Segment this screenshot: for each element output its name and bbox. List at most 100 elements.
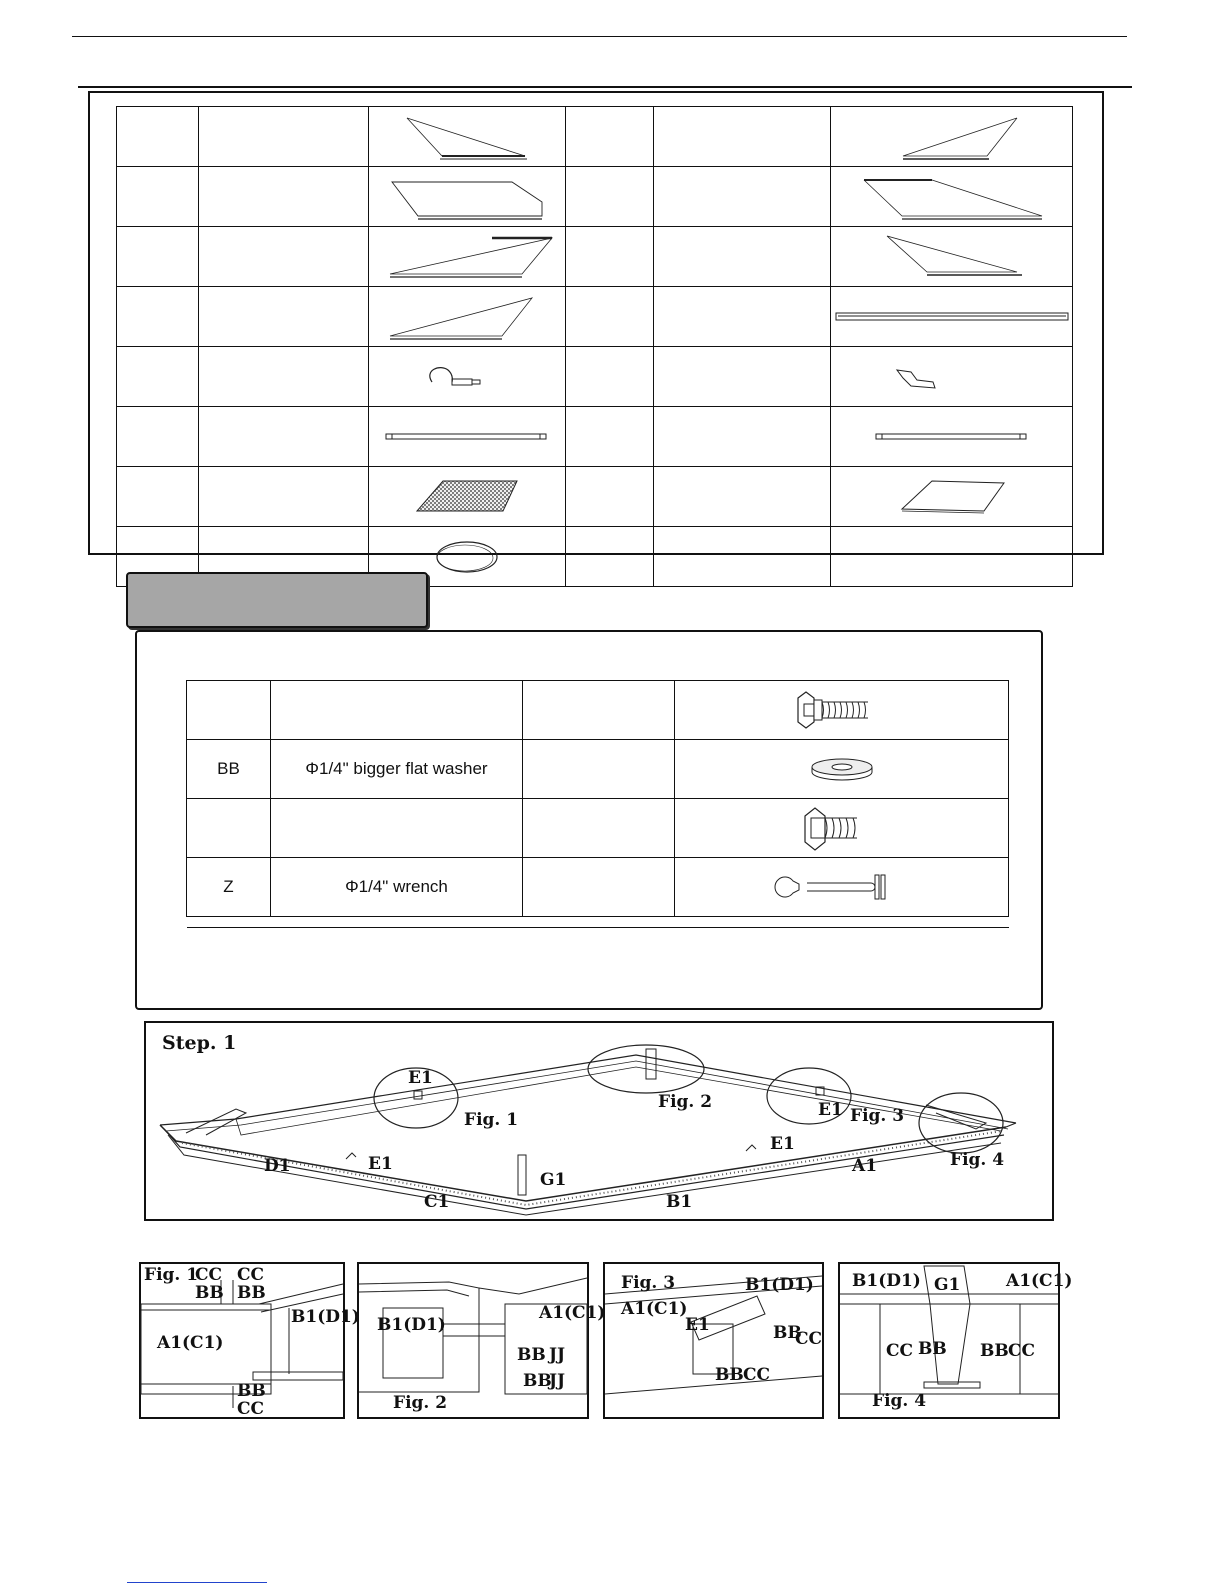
hardware-desc: Φ1/4" bigger flat washer: [270, 739, 523, 799]
figure-3-panel: Fig. 3 B1(D1) A1(C1) E1 BB CC BB CC: [603, 1262, 824, 1419]
label-b1: B1: [666, 1192, 692, 1212]
part-code-cell: [565, 466, 654, 527]
part-desc-cell: [198, 226, 369, 287]
figure-1-panel: Fig. 1 CC CC BB BB B1(D1) A1(C1) BB CC: [139, 1262, 360, 1419]
fig1-label-bb: BB: [237, 1381, 266, 1401]
part-code-cell: [116, 466, 199, 527]
label-e1: E1: [408, 1068, 433, 1088]
hardware-row: Z Φ1/4" wrench: [186, 857, 1009, 917]
part-desc-cell: [653, 286, 831, 347]
fig3-label-cc: CC: [743, 1365, 770, 1385]
fig4-label-bb: BB: [918, 1339, 947, 1359]
step-title: Step. 1: [162, 1032, 236, 1054]
part-desc-cell: [653, 526, 831, 587]
fig3-label-a1c1: A1(C1): [620, 1299, 687, 1319]
part-image-trapezoid-panel: [368, 166, 566, 227]
fig4-label-cc: CC: [886, 1341, 913, 1361]
label-e1: E1: [818, 1100, 843, 1120]
parts-row: [116, 346, 1073, 407]
part-image-hook: [368, 346, 566, 407]
fig1-label-b1d1: B1(D1): [291, 1307, 360, 1327]
part-image-long-tube: [830, 406, 1073, 467]
fig1-title: Fig. 1: [144, 1265, 198, 1285]
parts-row: [116, 406, 1073, 467]
part-image-empty: [830, 526, 1073, 587]
header-rule-top: [72, 36, 1127, 37]
fig2-label-jj: JJ: [547, 1345, 565, 1365]
hardware-code: Z: [186, 857, 271, 917]
fig3-label-b1d1: B1(D1): [745, 1275, 814, 1295]
fig1-label-cc: CC: [237, 1265, 264, 1285]
flat-washer-icon: [674, 739, 1009, 799]
hardware-table: BB Φ1/4" bigger flat washer Z Φ1/4" wren…: [186, 680, 1009, 928]
part-image-cover-panel: [830, 466, 1073, 527]
part-image-long-tube: [368, 406, 566, 467]
fig1-label-cc: CC: [237, 1399, 264, 1419]
fig4-label-cc: CC: [1008, 1341, 1035, 1361]
part-image-triangle-panel: [830, 226, 1073, 287]
fig4-label-b1d1: B1(D1): [852, 1271, 921, 1291]
part-code-cell: [565, 226, 654, 287]
fig1-label-bb: BB: [237, 1283, 266, 1303]
part-desc-cell: [653, 466, 831, 527]
wrench-icon: [674, 857, 1009, 917]
hardware-qty: [522, 798, 675, 858]
hex-bolt-short-icon: [674, 798, 1009, 858]
label-a1: A1: [851, 1156, 877, 1176]
part-code-cell: [565, 406, 654, 467]
part-code-cell: [116, 406, 199, 467]
part-code-cell: [116, 166, 199, 227]
part-desc-cell: [653, 166, 831, 227]
part-desc-cell: [198, 406, 369, 467]
hardware-frame: [135, 630, 1043, 1010]
fig4-label-g1: G1: [934, 1275, 960, 1295]
fig2-title: Fig. 2: [393, 1393, 447, 1413]
hardware-row: [186, 798, 1009, 858]
parts-row: [116, 166, 1073, 227]
hardware-desc: [270, 798, 523, 858]
label-e1: E1: [368, 1154, 393, 1174]
fig3-label-bb: BB: [773, 1323, 802, 1343]
part-image-mesh-panel: [368, 466, 566, 527]
fig2-label-bb: BB: [523, 1371, 552, 1391]
fig3-label-e1: E1: [685, 1315, 710, 1335]
bottom-link-underline: [127, 1582, 267, 1583]
fig1-label-cc: CC: [195, 1265, 222, 1285]
fig1-label-bb: BB: [195, 1283, 224, 1303]
fig2-label-a1c1: A1(C1): [538, 1303, 605, 1323]
hardware-row: [186, 680, 1009, 740]
hardware-qty: [522, 857, 675, 917]
label-fig3: Fig. 3: [850, 1106, 904, 1126]
step1-diagram: Step. 1 E1 Fig. 1 Fig. 2 E1 Fig. 3 E1 A1…: [159, 1032, 1017, 1216]
fig1-label-a1c1: A1(C1): [156, 1333, 223, 1353]
figure-2-panel: B1(D1) A1(C1) BB JJ BB JJ Fig. 2: [357, 1262, 605, 1419]
part-desc-cell: [198, 166, 369, 227]
part-code-cell: [565, 286, 654, 347]
hex-bolt-long-icon: [674, 680, 1009, 740]
fig4-label-a1c1: A1(C1): [1005, 1271, 1072, 1291]
part-desc-cell: [198, 346, 369, 407]
part-desc-cell: [653, 346, 831, 407]
figure-4-panel: B1(D1) G1 A1(C1) CC BB BB CC Fig. 4: [838, 1262, 1072, 1419]
parts-row: [116, 466, 1073, 527]
label-fig1: Fig. 1: [464, 1110, 518, 1130]
fig2-label-bb: BB: [517, 1345, 546, 1365]
hardware-code: [186, 680, 271, 740]
parts-row: [116, 286, 1073, 347]
fig2-label-jj: JJ: [547, 1371, 565, 1391]
hardware-row-spacer: [186, 916, 1009, 928]
part-code-cell: [565, 106, 654, 167]
step1-overview-panel: Step. 1 E1 Fig. 1 Fig. 2 E1 Fig. 3 E1 A1…: [144, 1021, 1054, 1221]
part-desc-cell: [653, 226, 831, 287]
part-code-cell: [565, 346, 654, 407]
part-code-cell: [116, 286, 199, 347]
parts-list-table: [116, 106, 1073, 587]
hardware-code: BB: [186, 739, 271, 799]
part-code-cell: [116, 346, 199, 407]
part-desc-cell: [198, 286, 369, 347]
part-image-triangle-panel: [368, 286, 566, 347]
fig2-label-b1d1: B1(D1): [377, 1315, 446, 1335]
fig3-label-cc: CC: [795, 1329, 822, 1349]
header-rule-bottom: [78, 86, 1132, 88]
label-d1: D1: [264, 1156, 291, 1176]
